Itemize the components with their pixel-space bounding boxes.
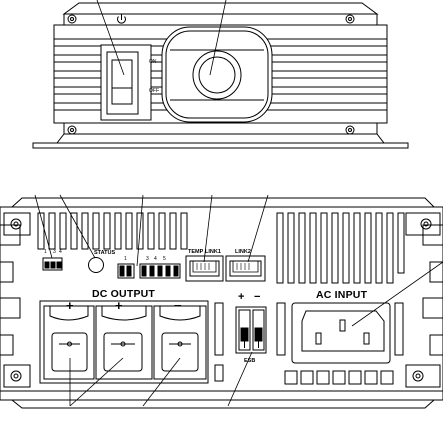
esb-label: ESB bbox=[244, 358, 256, 364]
esb-minus-sign: − bbox=[254, 291, 261, 303]
dip-large-label-5: 5 bbox=[163, 256, 166, 262]
front-callout-lines bbox=[34, 194, 443, 407]
switch-on-label: ON bbox=[149, 59, 157, 65]
dc-terminal-plus-1: + bbox=[66, 298, 74, 313]
dip-large-label-3: 3 bbox=[146, 256, 149, 262]
vent-slots bbox=[37, 212, 405, 284]
status-led bbox=[88, 257, 104, 273]
bottom-indicator-squares bbox=[284, 370, 394, 385]
link2-port[interactable] bbox=[225, 255, 266, 282]
ac-input-label: AC INPUT bbox=[316, 289, 368, 301]
ac-input-socket[interactable] bbox=[291, 302, 391, 364]
top-view-callout-lines bbox=[96, 0, 227, 76]
fan bbox=[161, 26, 273, 123]
dc-terminal-plus-2: + bbox=[115, 298, 123, 313]
power-icon bbox=[117, 14, 126, 24]
front-enclosure bbox=[0, 197, 443, 409]
dip-switch-large[interactable] bbox=[117, 263, 181, 279]
esb-plus-sign: + bbox=[238, 291, 245, 303]
esb-connector[interactable] bbox=[235, 306, 267, 354]
top-view-screws bbox=[67, 14, 355, 135]
dip-switch-small[interactable] bbox=[42, 257, 63, 271]
dc-output-terminal-block[interactable] bbox=[39, 300, 209, 384]
dc-terminal-minus: − bbox=[174, 298, 182, 313]
link1-port-label: LINK1 bbox=[205, 249, 221, 255]
dip-small-label-4: 4 bbox=[59, 249, 62, 255]
dip-small-label-3: 3 bbox=[53, 249, 56, 255]
dip-small-label-1: 1 bbox=[44, 249, 47, 255]
status-label: STATUS bbox=[94, 250, 116, 256]
switch-off-label: OFF bbox=[149, 88, 159, 94]
lower-slots bbox=[214, 302, 404, 382]
temp-port-label: TEMP bbox=[188, 249, 204, 255]
link2-port-label: LINK2 bbox=[235, 249, 251, 255]
dip-large-label-4: 4 bbox=[154, 256, 157, 262]
dc-output-label: DC OUTPUT bbox=[92, 288, 156, 300]
front-screws bbox=[3, 212, 441, 388]
power-switch[interactable] bbox=[100, 44, 152, 121]
dip-large-label-1: 1 bbox=[124, 256, 127, 262]
